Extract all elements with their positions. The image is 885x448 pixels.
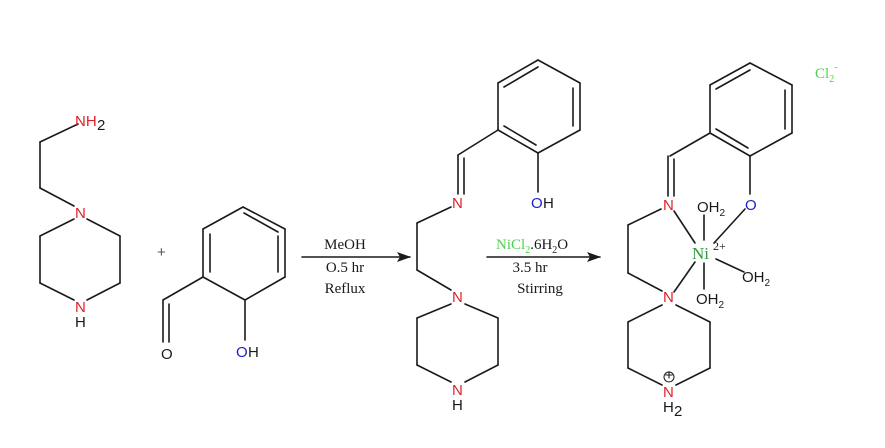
reactant-aminoethylpiperazine: NH 2 N N H: [39, 113, 121, 331]
piperazinium-h-label: H: [663, 399, 674, 416]
positive-charge-circle: [663, 371, 675, 383]
step1-condition: Reflux: [325, 281, 366, 297]
product-nickel-complex: N O N N H 2 + Ni 2+ OH2 OH2: [627, 62, 838, 420]
reaction-arrow-1: MeOH O.5 hr Reflux: [301, 237, 411, 297]
intermediate-schiff-base: N O H N N H: [416, 59, 581, 414]
nicl2-label: NiCl: [496, 237, 525, 253]
piperazine-nh-h-label-2: H: [452, 397, 463, 414]
reactant-salicylaldehyde: O O H: [161, 206, 286, 363]
hydroxyl-hydrogen-label: H: [248, 344, 259, 361]
piperazine-n-label: N: [75, 205, 86, 222]
step1-reagent: MeOH: [324, 237, 366, 253]
imine-nitrogen-label-3: N: [663, 197, 674, 214]
hydrate-label: .6H: [530, 237, 552, 253]
reaction-arrow-2: NiCl2.6H2O 3.5 hr Stirring: [486, 237, 601, 297]
piperazine-n-label-3: N: [663, 289, 674, 306]
step2-reagent: NiCl2.6H2O: [496, 237, 568, 256]
piperazine-nh-n-label-2: N: [452, 382, 463, 399]
hydroxyl-hydrogen-label-2: H: [543, 195, 554, 212]
nickel-charge-label: 2+: [713, 239, 726, 253]
water-subscript: 2: [552, 245, 557, 256]
piperazine-nh-n-label: N: [75, 299, 86, 316]
step1-time: O.5 hr: [326, 260, 364, 276]
water-ligand-bottom: OH2: [696, 291, 725, 311]
amine-subscript: 2: [97, 117, 105, 134]
water-ligand-top: OH2: [697, 199, 726, 219]
imine-nitrogen-label: N: [452, 195, 463, 212]
step2-time: 3.5 hr: [513, 260, 548, 276]
water-ligand-right: OH2: [742, 269, 771, 289]
phenoxide-oxygen-label: O: [745, 197, 757, 214]
nicl2-subscript: 2: [525, 245, 530, 256]
piperazine-n-label-2: N: [452, 289, 463, 306]
nickel-center-label: Ni: [692, 244, 709, 263]
piperazinium-n-label: N: [663, 384, 674, 401]
hydroxyl-oxygen-label: O: [236, 344, 248, 361]
carbonyl-oxygen-label: O: [161, 346, 173, 363]
hydroxyl-oxygen-label-2: O: [531, 195, 543, 212]
plus-sign: +: [157, 244, 166, 261]
amine-nitrogen-label: NH: [75, 113, 97, 130]
piperazine-nh-h-label: H: [75, 314, 86, 331]
chloride-counterion: Cl2-: [815, 62, 838, 85]
hydrate-o-label: O: [557, 237, 568, 253]
piperazinium-h-subscript: 2: [674, 403, 682, 420]
step2-condition: Stirring: [517, 281, 563, 297]
positive-charge-label: +: [665, 367, 674, 384]
